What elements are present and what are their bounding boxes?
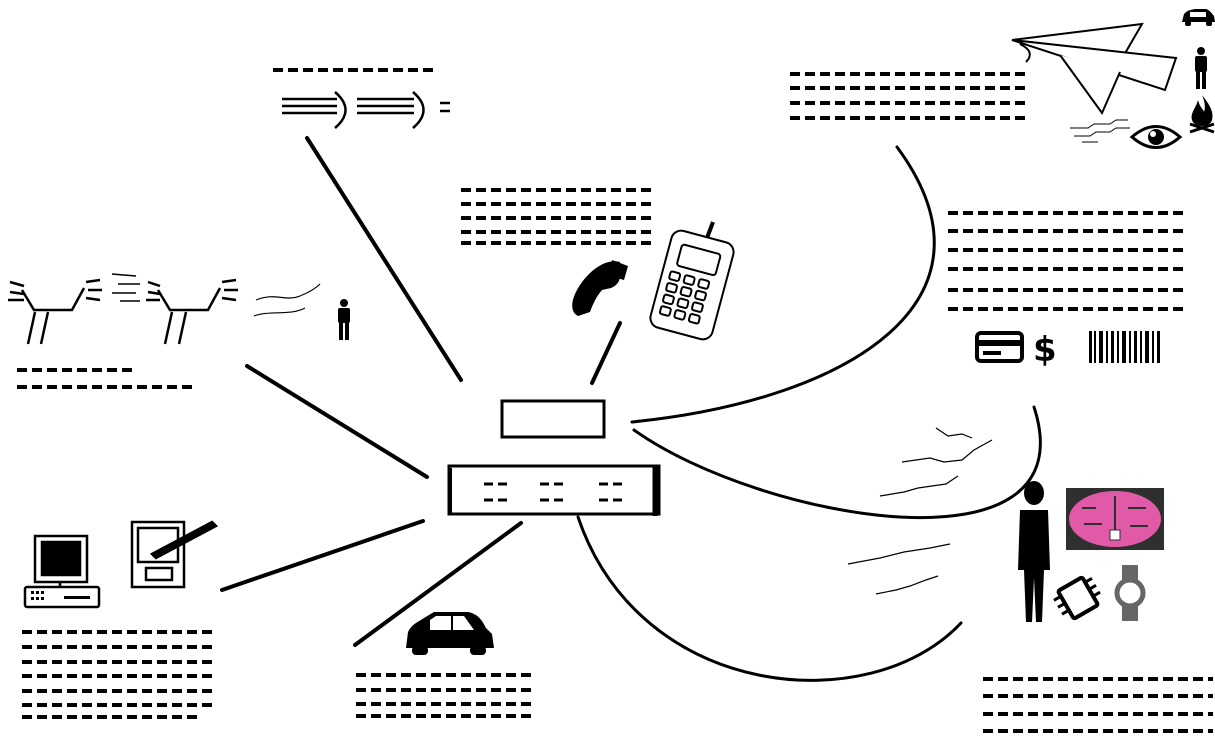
payment-icons: $ xyxy=(977,330,1160,370)
label-weather xyxy=(17,370,197,387)
central-hub xyxy=(449,401,659,516)
hub-upper-box xyxy=(502,401,604,437)
link-finance xyxy=(634,407,1040,518)
brain-icon xyxy=(1066,488,1164,550)
redacted-labels xyxy=(17,70,1213,731)
person-small-icon xyxy=(338,299,350,340)
label-vehicle xyxy=(356,675,535,716)
watch-icon xyxy=(1117,565,1143,621)
scribble-lines xyxy=(1070,120,1130,142)
label-computer xyxy=(22,632,216,717)
person-biometrics-icon xyxy=(1018,481,1164,623)
mini-car-icon xyxy=(1182,9,1215,26)
link-computer xyxy=(222,521,423,590)
mini-person-icon xyxy=(1195,47,1207,89)
label-finance xyxy=(948,213,1188,309)
chip-icon xyxy=(1051,573,1105,623)
dollar-icon: $ xyxy=(1033,330,1057,370)
signal-scribbles xyxy=(848,428,992,594)
credit-card-icon xyxy=(977,333,1022,361)
link-phone xyxy=(592,323,620,383)
label-person xyxy=(983,679,1213,731)
phone-handset-icon xyxy=(572,260,628,316)
paper-plane-icon xyxy=(1012,24,1176,113)
label-phone xyxy=(461,190,656,243)
car-icon xyxy=(406,612,494,655)
link-person xyxy=(578,517,961,680)
computer-terminal-icon xyxy=(25,536,99,607)
label-aircraft xyxy=(790,74,1028,118)
hub-lower-box xyxy=(449,466,659,514)
tablet-pen-icon xyxy=(132,522,216,587)
fire-icon xyxy=(1190,95,1214,132)
barcode-icon xyxy=(1089,331,1160,363)
link-weather xyxy=(247,366,427,477)
link-relay xyxy=(307,138,461,380)
person-large-icon xyxy=(1018,481,1050,622)
weather-station-icon xyxy=(8,274,320,344)
mobile-phone-icon xyxy=(648,222,736,342)
eye-icon xyxy=(1132,127,1180,148)
signal-relay-icon xyxy=(282,92,450,128)
